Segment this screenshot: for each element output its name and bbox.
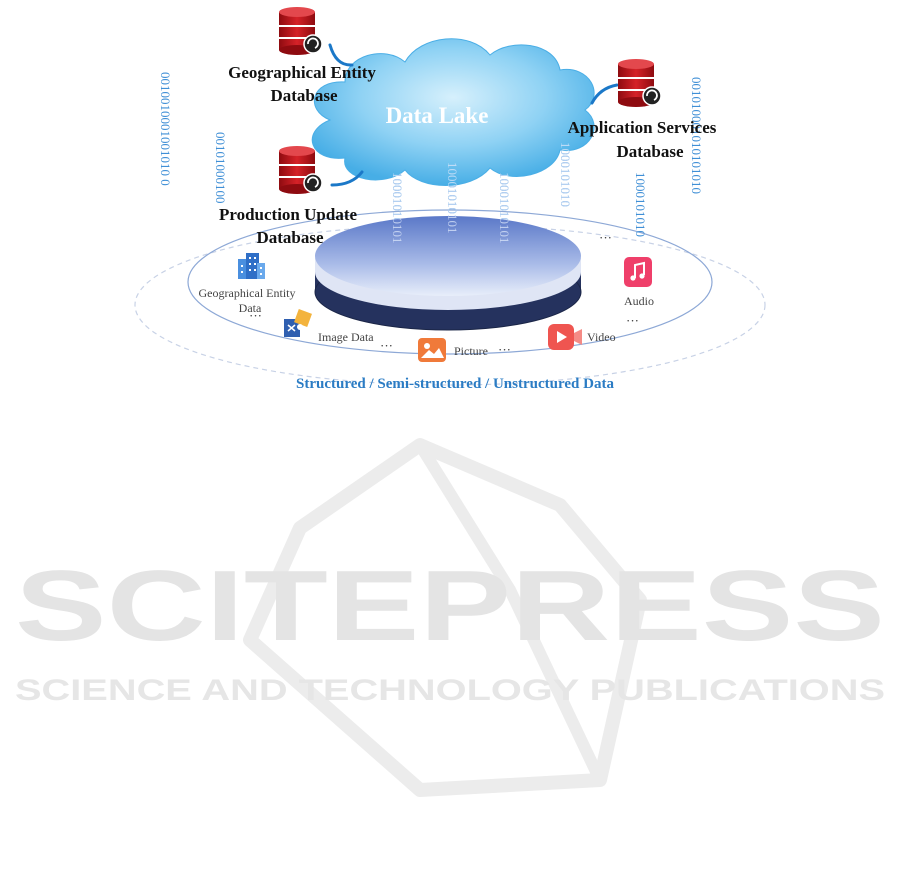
database-label-application: Application Services Database xyxy=(568,118,717,161)
database-label-line: Application Services xyxy=(568,118,717,137)
data-lake-cloud: Data Lake xyxy=(311,38,595,186)
ellipsis: ··· xyxy=(249,308,262,323)
binary-stream: 1000101010 xyxy=(558,142,573,207)
picture-icon xyxy=(418,338,446,362)
database-label-line: Database xyxy=(270,86,338,105)
binary-stream: 10001010101 xyxy=(445,162,460,234)
database-label-production: Production Update Database xyxy=(219,205,358,247)
binary-stream: 1000101010 xyxy=(633,172,648,237)
ellipsis: ··· xyxy=(626,313,639,328)
buildings-icon xyxy=(238,253,265,279)
geographical-entity-data-label: Data xyxy=(239,301,262,315)
watermark: SCITEPRESS SCIENCE AND TECHNOLOGY PUBLIC… xyxy=(15,438,885,797)
database-label-geographical: Geographical Entity Database xyxy=(228,63,376,105)
music-icon xyxy=(624,257,652,287)
binary-stream: 00101000100 xyxy=(213,132,228,204)
video-icon xyxy=(548,324,582,350)
ellipsis: ··· xyxy=(498,342,511,357)
puzzle-icon xyxy=(284,309,312,337)
binary-stream: 1000101010 xyxy=(558,142,573,207)
binary-stream: 10001010101 xyxy=(497,172,512,244)
binary-stream: 0010010001001010 0 xyxy=(158,72,173,186)
database-label-line: Database xyxy=(256,228,324,247)
database-icon xyxy=(279,146,323,194)
video-label: Video xyxy=(587,330,616,344)
picture-label: Picture xyxy=(454,344,488,358)
database-icon xyxy=(618,59,662,107)
ellipsis: ··· xyxy=(380,338,393,353)
data-lake-title: Data Lake xyxy=(386,103,489,128)
geographical-entity-data-label: Geographical Entity xyxy=(199,286,296,300)
database-label-line: Database xyxy=(616,142,684,161)
data-lake-disk xyxy=(314,216,582,331)
binary-stream: 001010001010101010 xyxy=(689,77,704,194)
inner-ellipse xyxy=(187,209,713,355)
database-connectors xyxy=(328,43,619,187)
binary-stream-overlay: 10001010101 10001010101 10001010101 1000… xyxy=(390,142,573,244)
watermark-title: SCITEPRESS xyxy=(15,550,885,662)
image-data-label: Image Data xyxy=(318,330,374,344)
database-icon xyxy=(279,7,323,55)
binary-stream: 10001010101 xyxy=(390,172,405,244)
outer-dashed-ellipse xyxy=(134,224,766,386)
ellipsis: ··· xyxy=(599,230,612,245)
audio-label: Audio xyxy=(624,294,654,308)
watermark-subtitle: SCIENCE AND TECHNOLOGY PUBLICATIONS xyxy=(15,674,885,707)
database-label-line: Geographical Entity xyxy=(228,63,376,82)
database-label-line: Production Update xyxy=(219,205,358,224)
data-types-caption: Structured / Semi-structured / Unstructu… xyxy=(296,376,614,392)
